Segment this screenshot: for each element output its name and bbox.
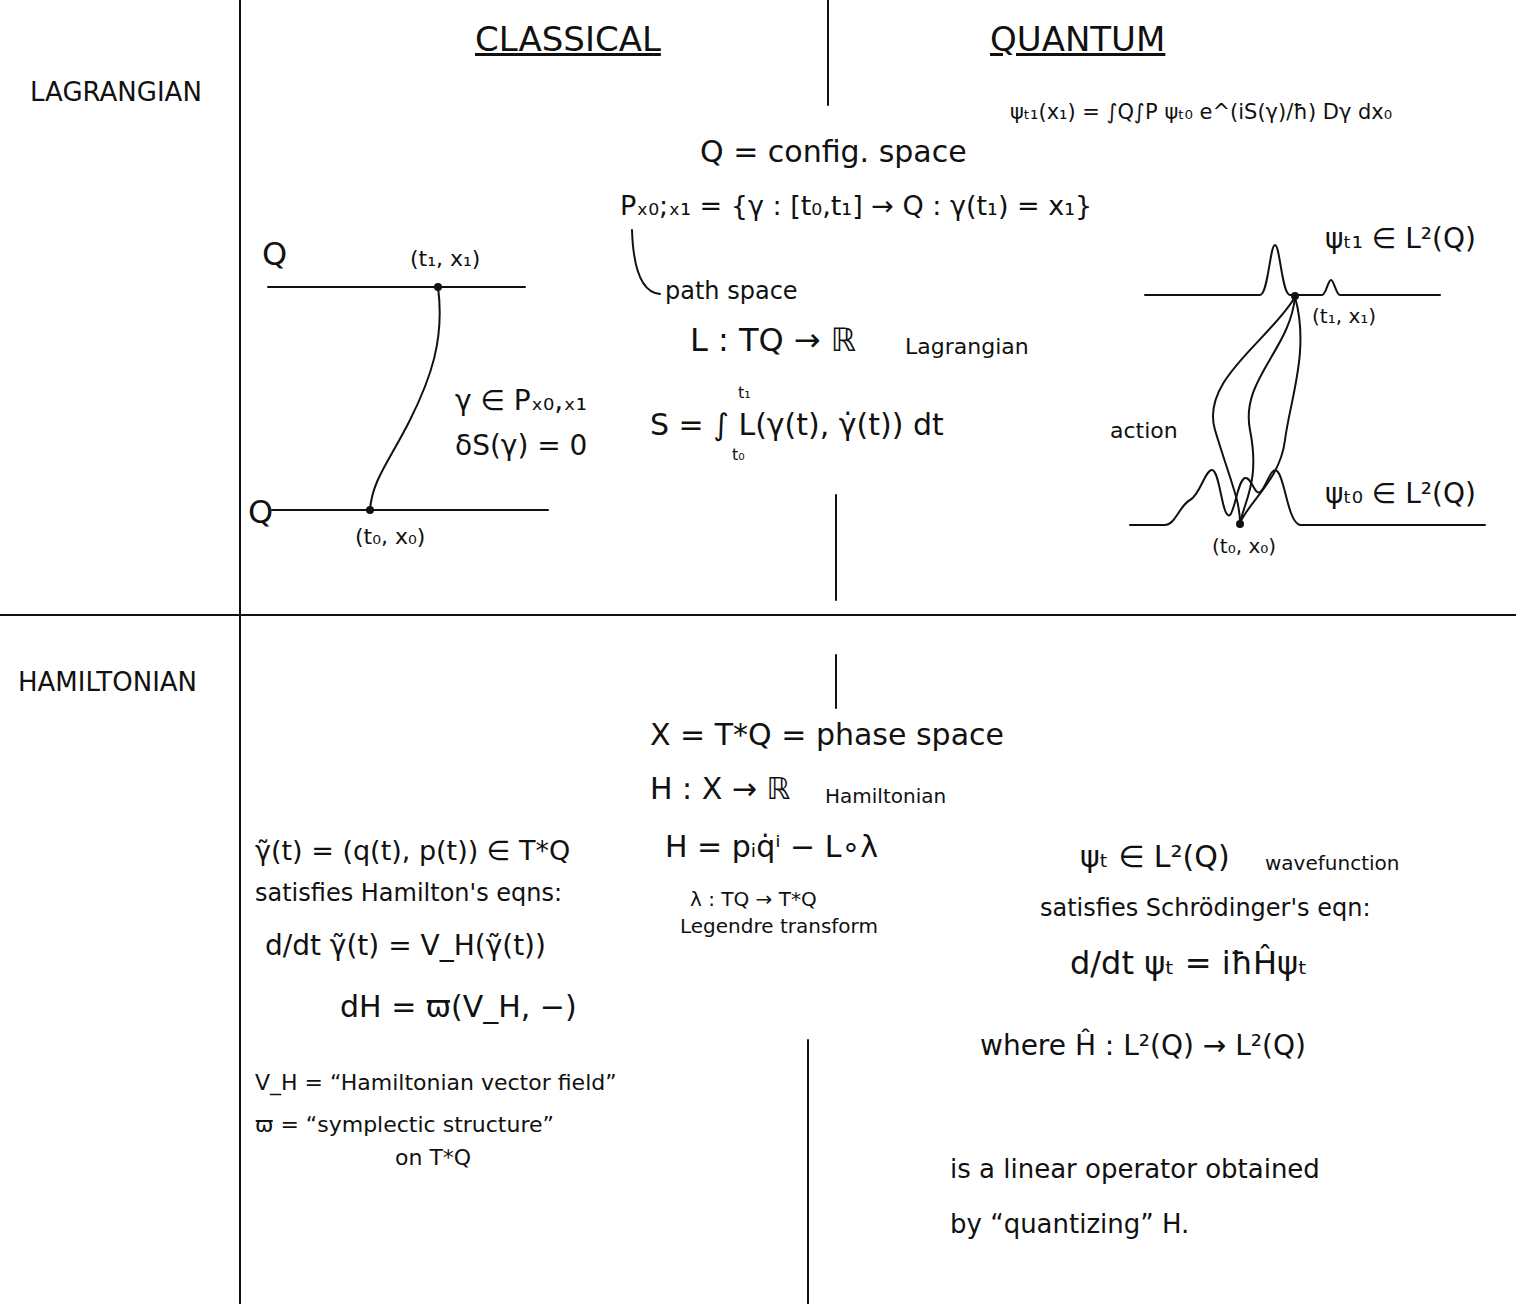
definition: L : TQ → ℝ	[690, 322, 856, 359]
leader-line	[632, 230, 660, 294]
annotation: wavefunction	[1265, 852, 1399, 875]
path-curve	[1213, 297, 1295, 523]
definition: λ : TQ → T*Q	[690, 888, 817, 911]
annotation: path space	[665, 278, 798, 306]
column-divider	[827, 0, 829, 105]
row-heading: LAGRANGIAN	[30, 78, 202, 108]
space-label: ψₜ₀ ∈ L²(Q)	[1325, 478, 1476, 510]
equation: δS(γ) = 0	[455, 430, 587, 462]
note: satisfies Schrödinger's eqn:	[1040, 895, 1370, 923]
definition: H : X → ℝ	[650, 772, 790, 807]
annotation: Hamiltonian	[825, 785, 946, 808]
definition: Q = config. space	[700, 135, 967, 170]
equation: dH = ϖ(V_H, −)	[340, 990, 577, 1025]
column-divider	[807, 1040, 809, 1304]
equation: S = ∫ L(γ(t), γ̇(t)) dt	[650, 408, 944, 443]
wavefunction-curve	[1130, 470, 1485, 525]
annotation: action	[1110, 418, 1178, 443]
column-heading: CLASSICAL	[475, 20, 661, 59]
config-space-line	[272, 509, 548, 511]
row-divider	[0, 614, 1516, 616]
space-label: ψₜ₁ ∈ L²(Q)	[1325, 223, 1476, 255]
endpoint-dot	[366, 506, 374, 514]
note: ϖ = “symplectic structure”	[255, 1112, 554, 1137]
space-label: Q	[262, 236, 287, 273]
point-label: (t₀, x₀)	[1212, 535, 1276, 558]
path-label: γ ∈ Pₓ₀,ₓ₁	[455, 385, 587, 417]
endpoint-dot	[1291, 292, 1299, 300]
equation: d/dt γ̃(t) = V_H(γ̃(t))	[265, 930, 546, 962]
definition: Pₓ₀;ₓ₁ = {γ : [t₀,t₁] → Q : γ(t₁) = x₁}	[620, 190, 1092, 221]
path-curve	[1240, 297, 1295, 523]
definition: X = T*Q = phase space	[650, 718, 1004, 753]
point-label: (t₁, x₁)	[410, 246, 480, 271]
point-label: (t₁, x₁)	[1312, 305, 1376, 328]
column-divider	[835, 655, 837, 708]
endpoint-dot	[1236, 520, 1244, 528]
column-divider	[835, 495, 837, 600]
equation: H = pᵢq̇ⁱ − L∘λ	[665, 830, 878, 865]
annotation: Legendre transform	[680, 915, 878, 938]
space-label: Q	[248, 494, 273, 531]
note: by “quantizing” H.	[950, 1210, 1189, 1240]
note: is a linear operator obtained	[950, 1155, 1320, 1185]
column-heading: QUANTUM	[990, 20, 1165, 59]
note: V_H = “Hamiltonian vector field”	[255, 1070, 617, 1095]
equation: where Ĥ : L²(Q) → L²(Q)	[980, 1030, 1306, 1062]
config-space-line	[268, 286, 525, 288]
annotation: Lagrangian	[905, 334, 1029, 359]
point-label: (t₀, x₀)	[355, 524, 425, 549]
integral-limit: t₁	[738, 384, 751, 402]
equation: ψₜ₁(x₁) = ∫Q∫P ψₜ₀ e^(iS(γ)/ħ) Dγ dx₀	[1010, 100, 1392, 124]
equation: ψₜ ∈ L²(Q)	[1080, 840, 1230, 875]
path-curve	[370, 287, 440, 510]
equation: d/dt ψₜ = iħĤψₜ	[1070, 945, 1308, 982]
note: satisfies Hamilton's eqns:	[255, 880, 562, 908]
integral-limit: t₀	[732, 446, 745, 464]
note: on T*Q	[395, 1145, 471, 1170]
endpoint-dot	[434, 283, 442, 291]
path-curve	[1240, 297, 1300, 523]
equation: γ̃(t) = (q(t), p(t)) ∈ T*Q	[255, 835, 570, 866]
row-heading: HAMILTONIAN	[18, 668, 197, 698]
column-divider	[239, 0, 241, 1304]
